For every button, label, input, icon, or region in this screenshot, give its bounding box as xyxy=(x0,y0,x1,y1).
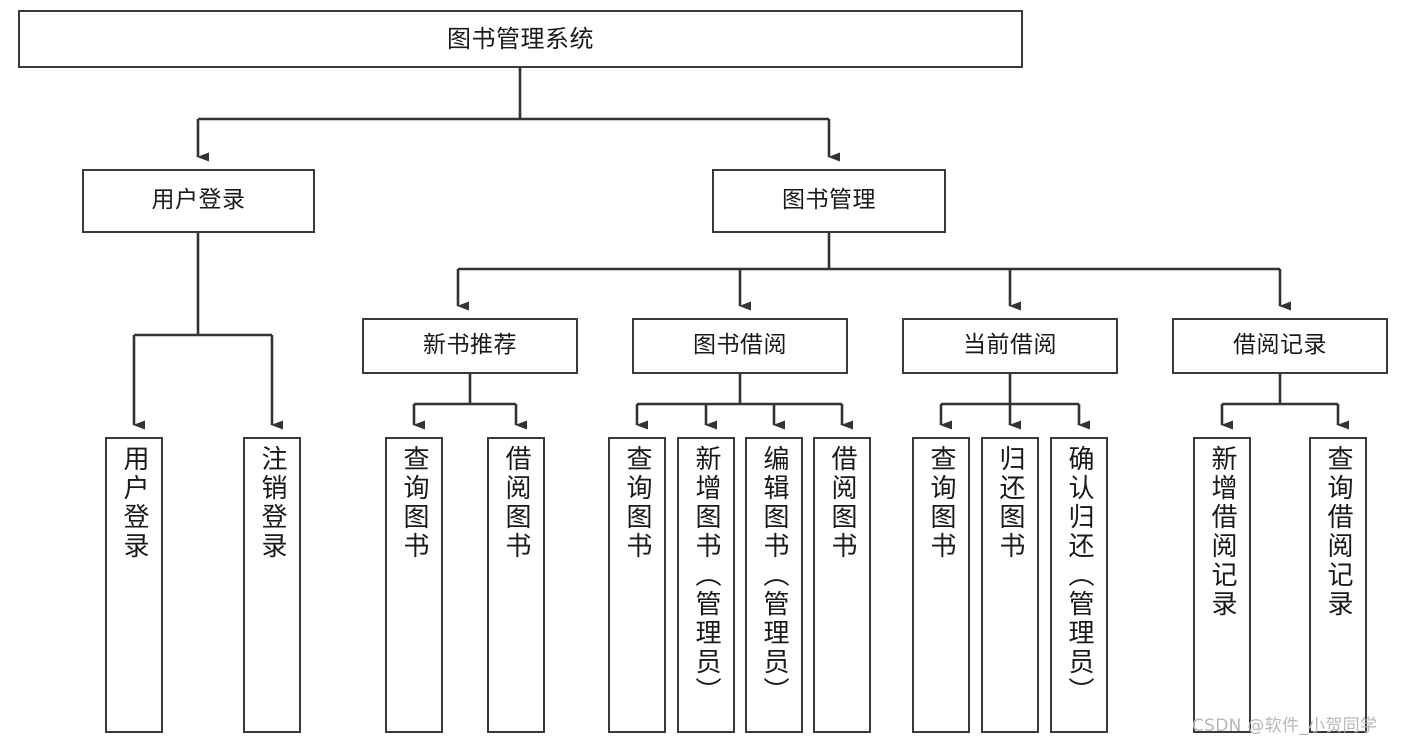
node-label: 用户登录 xyxy=(119,445,149,561)
leaf-book-borrow-edit-book-admin[interactable]: 编辑图书（管理员） xyxy=(745,437,803,733)
node-label: 查询图书 xyxy=(926,445,956,561)
leaf-new-book-borrow-book[interactable]: 借阅图书 xyxy=(487,437,545,733)
node-book-management[interactable]: 图书管理 xyxy=(712,169,946,233)
node-label: 查询图书 xyxy=(622,445,652,561)
node-label: 图书借阅 xyxy=(693,332,787,359)
node-label: 注销登录 xyxy=(257,445,287,561)
leaf-book-borrow-add-book-admin[interactable]: 新增图书（管理员） xyxy=(677,437,735,733)
node-current-borrow[interactable]: 当前借阅 xyxy=(902,318,1118,374)
watermark-text: CSDN @软件_小贺同学 xyxy=(1192,716,1378,736)
node-user-login[interactable]: 用户登录 xyxy=(82,169,315,233)
node-label: 新书推荐 xyxy=(423,332,517,359)
node-label: 新增借阅记录 xyxy=(1207,445,1237,619)
node-label: 新增图书（管理员） xyxy=(691,445,721,706)
node-label: 图书管理 xyxy=(782,187,876,214)
node-borrow-record[interactable]: 借阅记录 xyxy=(1172,318,1388,374)
node-label: 确认归还（管理员） xyxy=(1064,445,1094,706)
node-new-book-recommend[interactable]: 新书推荐 xyxy=(362,318,578,374)
leaf-current-borrow-return-book[interactable]: 归还图书 xyxy=(981,437,1039,733)
node-label: 当前借阅 xyxy=(963,332,1057,359)
node-label: 编辑图书（管理员） xyxy=(759,445,789,706)
node-label: 查询图书 xyxy=(399,445,429,561)
node-label: 借阅记录 xyxy=(1233,332,1327,359)
node-label: 借阅图书 xyxy=(501,445,531,561)
leaf-user-login-logout[interactable]: 注销登录 xyxy=(243,437,301,733)
leaf-book-borrow-query-book[interactable]: 查询图书 xyxy=(608,437,666,733)
leaf-new-book-query-book[interactable]: 查询图书 xyxy=(385,437,443,733)
node-book-borrow[interactable]: 图书借阅 xyxy=(632,318,848,374)
leaf-borrow-record-add-record[interactable]: 新增借阅记录 xyxy=(1193,437,1251,733)
leaf-current-borrow-confirm-return-admin[interactable]: 确认归还（管理员） xyxy=(1050,437,1108,733)
leaf-current-borrow-query-book[interactable]: 查询图书 xyxy=(912,437,970,733)
node-label: 查询借阅记录 xyxy=(1323,445,1353,619)
leaf-user-login-login[interactable]: 用户登录 xyxy=(105,437,163,733)
leaf-borrow-record-query-record[interactable]: 查询借阅记录 xyxy=(1309,437,1367,733)
node-label: 借阅图书 xyxy=(827,445,857,561)
node-label: 归还图书 xyxy=(995,445,1025,561)
node-label: 图书管理系统 xyxy=(447,24,594,53)
leaf-book-borrow-borrow-book[interactable]: 借阅图书 xyxy=(813,437,871,733)
node-root-book-management-system[interactable]: 图书管理系统 xyxy=(18,10,1023,68)
node-label: 用户登录 xyxy=(151,187,246,214)
